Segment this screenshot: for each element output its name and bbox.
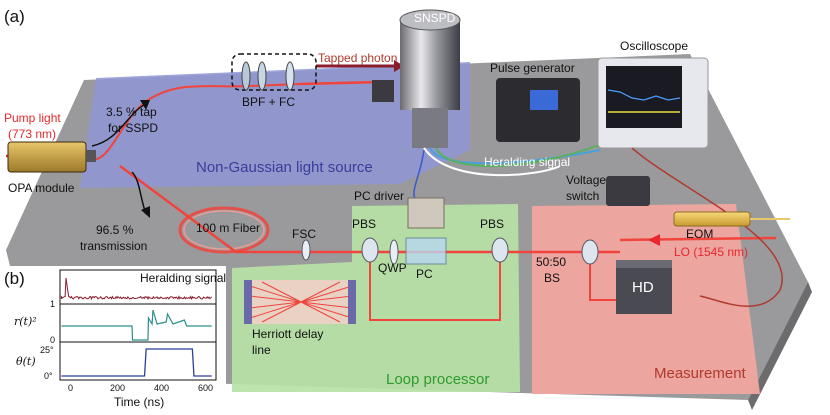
pbs-right-label: PBS [480, 218, 504, 230]
fc-lens [286, 62, 294, 90]
inset-heralding-title: Heralding signal [140, 272, 226, 284]
inset-r-tick-1: 1 [50, 300, 55, 309]
voltage-switch [606, 176, 650, 206]
oscilloscope-label: Oscilloscope [620, 40, 688, 52]
inset-theta-tick-0: 0° [44, 372, 53, 381]
inset-x-tick-600: 600 [198, 384, 213, 393]
lo-label: LO (1545 nm) [674, 246, 748, 258]
qwp-label: QWP [378, 262, 407, 274]
inset-x-tick-400: 400 [154, 384, 169, 393]
hd-label: HD [632, 280, 654, 295]
bs-ratio-label: 50:50 [536, 256, 566, 268]
pc-crystal [406, 238, 446, 264]
panel-label-a: (a) [4, 8, 25, 25]
inset-x-tick-200: 200 [110, 384, 125, 393]
opa-connector [86, 150, 96, 162]
measurement-region-label: Measurement [654, 366, 746, 381]
herriott-mirror-right [348, 280, 356, 324]
eom-body [674, 212, 750, 226]
fsc-label: FSC [292, 228, 316, 240]
pc-driver-label: PC driver [354, 190, 404, 202]
source-region-label: Non-Gaussian light source [196, 160, 373, 175]
bs-label: BS [544, 272, 560, 284]
pbs-right-optic [492, 238, 508, 262]
voltage-label: Voltage [566, 174, 606, 186]
pump-wavelength-label: (773 nm) [8, 128, 56, 140]
bpf-filter [242, 62, 250, 90]
pump-light-label: Pump light [4, 112, 61, 124]
herriott-label: Herriott delay [252, 328, 323, 340]
bs-optic [582, 240, 598, 264]
fsc-optic [302, 240, 310, 260]
inset-theta-tick-25: 25° [40, 346, 54, 355]
switch-label: switch [566, 190, 599, 202]
herriott-mirror-left [244, 280, 252, 324]
snspd-base [412, 108, 448, 148]
pulse-generator-screen [530, 90, 558, 110]
snspd-port [372, 80, 394, 102]
snspd-body [400, 20, 460, 110]
bpf-fc-label: BPF + FC [242, 96, 295, 108]
pbs-left-label: PBS [352, 218, 376, 230]
pbs-left-optic [362, 238, 378, 262]
opa-module [8, 142, 86, 172]
bpf-filter-2 [258, 62, 266, 90]
eom-label: EOM [686, 228, 713, 240]
inset-x-tick-0: 0 [68, 384, 73, 393]
panel-label-b: (b) [4, 270, 25, 287]
inset-theta-label: θ(t) [16, 356, 36, 367]
fiber-label: 100 m Fiber [196, 222, 260, 234]
loop-region-label: Loop processor [386, 372, 489, 387]
herriott-line-label: line [252, 344, 271, 356]
heralding-signal-label: Heralding signal [484, 156, 570, 168]
hd-top [616, 260, 672, 268]
opa-module-label: OPA module [8, 182, 74, 194]
transmission-percent-label: 96.5 % [96, 224, 133, 236]
transmission-label: transmission [80, 240, 147, 252]
pulse-generator-label: Pulse generator [490, 62, 575, 74]
tap-label: 3.5 % tap [106, 106, 157, 118]
pc-label: PC [416, 268, 433, 280]
inset-r-tick-0: 0 [50, 336, 55, 345]
tap-purpose-label: for SSPD [108, 122, 158, 134]
tapped-photon-label: Tapped photon [318, 52, 397, 64]
snspd-label: SNSPD [414, 12, 455, 24]
inset-xlabel: Time (ns) [114, 396, 164, 408]
inset-r-label: r(t)² [14, 316, 37, 327]
pc-driver-box [408, 198, 444, 228]
oscilloscope-screen [606, 66, 682, 128]
